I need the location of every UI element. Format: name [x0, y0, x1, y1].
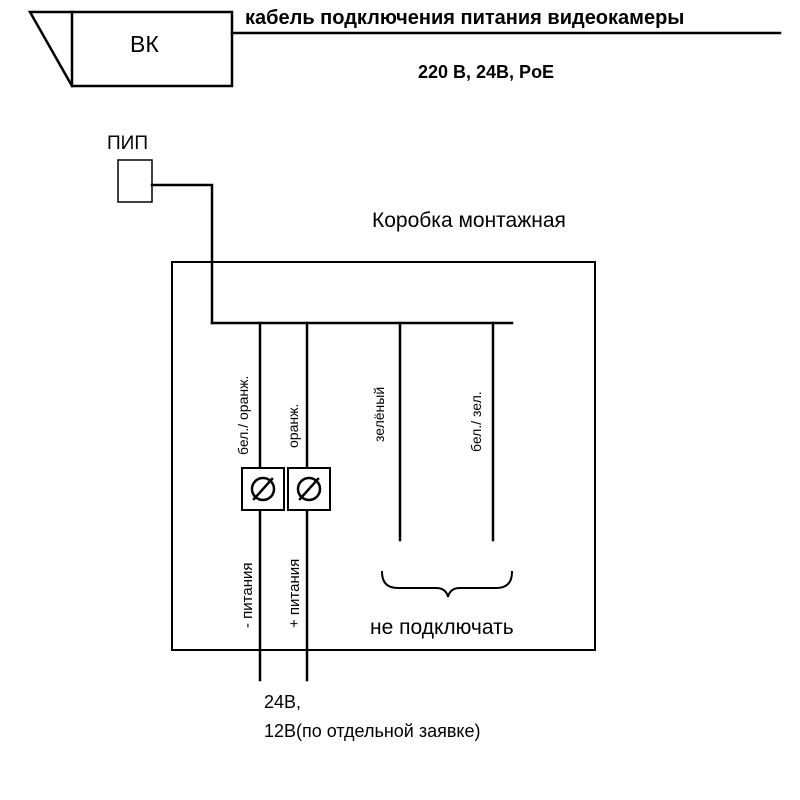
do-not-connect-label: не подключать: [370, 616, 514, 639]
screw-minus-slot: [252, 477, 274, 501]
screw-plus-slot: [298, 477, 320, 501]
pip-box: [117, 159, 153, 203]
label-orange: оранж.: [285, 404, 301, 448]
label-green: зелёный: [371, 387, 387, 442]
camera-symbol-label: ВК: [130, 31, 159, 57]
pip-label: ПИП: [107, 133, 148, 154]
junction-box: Коробка монтажная бел./ оранж. оранж. зе…: [171, 209, 596, 682]
camera-symbol: [27, 10, 234, 88]
power-note: 24В, 12В(по отдельной заявке): [264, 692, 481, 741]
pip-cable: [150, 183, 214, 325]
box-title: Коробка монтажная: [372, 209, 566, 232]
power-note-line2: 12В(по отдельной заявке): [264, 721, 481, 741]
label-minus-power: - питания: [239, 563, 256, 629]
terminal-block: [241, 467, 331, 511]
label-white-green: бел./ зел.: [468, 391, 484, 452]
label-white-orange: бел./ оранж.: [235, 376, 251, 455]
power-supply: ПИП: [107, 133, 214, 325]
box-outline: [171, 261, 596, 651]
legend: ВК кабель подключения питания видеокамер…: [27, 7, 782, 88]
voltage-options: 220 В, 24В, PoE: [418, 62, 554, 82]
power-note-line1: 24В,: [264, 692, 301, 712]
cable-title: кабель подключения питания видеокамеры: [245, 7, 684, 29]
label-plus-power: + питания: [286, 559, 303, 628]
unused-wires-brace: [380, 570, 514, 598]
